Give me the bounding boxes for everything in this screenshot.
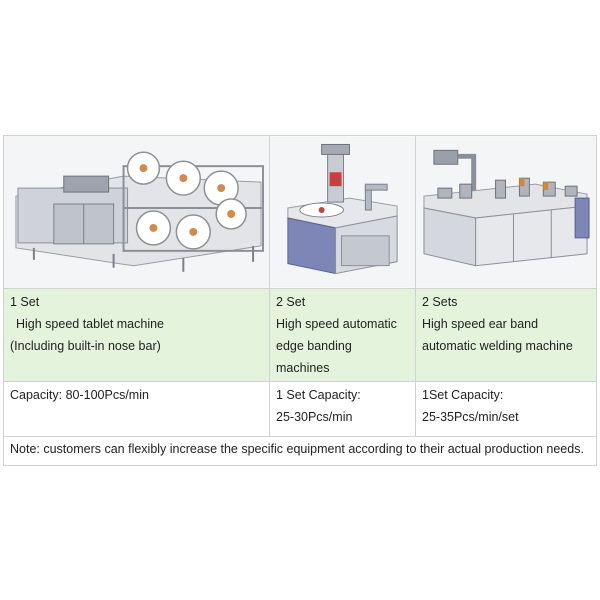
tablet-machine-image xyxy=(3,135,270,289)
edge-banding-machine-illustration-icon xyxy=(270,136,415,288)
description-line: High speed ear band xyxy=(422,317,539,331)
description-line: machines xyxy=(276,361,330,375)
description-line: (Including built-in nose bar) xyxy=(10,339,161,353)
tablet-machine-illustration-icon xyxy=(4,136,269,288)
description-line: automatic welding machine xyxy=(422,339,573,353)
ear-band-welding-capacity: 1Set Capacity: 25-35Pcs/min/set xyxy=(415,381,597,437)
note-text: Note: customers can flexibly increase th… xyxy=(3,436,597,466)
description-line: edge banding xyxy=(276,339,352,353)
capacity-line: 1Set Capacity: xyxy=(422,388,504,402)
ear-band-welding-machine-image xyxy=(415,135,597,289)
image-row xyxy=(3,135,597,289)
tablet-machine-capacity: Capacity: 80-100Pcs/min xyxy=(3,381,270,437)
ear-band-welding-machine-illustration-icon xyxy=(416,136,596,288)
description-line: High speed automatic xyxy=(276,317,397,331)
description-row: 1 Set High speed tablet machine (Includi… xyxy=(3,288,597,382)
tablet-machine-description: 1 Set High speed tablet machine (Includi… xyxy=(3,288,270,382)
quantity-label: 1 Set xyxy=(10,295,40,309)
capacity-line: Capacity: 80-100Pcs/min xyxy=(10,388,149,402)
quantity-label: 2 Sets xyxy=(422,295,458,309)
description-line: High speed tablet machine xyxy=(16,317,165,331)
edge-banding-description: 2 Set High speed automatic edge banding … xyxy=(269,288,416,382)
edge-banding-machine-image xyxy=(269,135,416,289)
capacity-line: 25-30Pcs/min xyxy=(276,410,353,424)
capacity-line: 25-35Pcs/min/set xyxy=(422,410,519,424)
ear-band-welding-description: 2 Sets High speed ear band automatic wel… xyxy=(415,288,597,382)
equipment-table: 1 Set High speed tablet machine (Includi… xyxy=(3,135,597,466)
capacity-line: 1 Set Capacity: xyxy=(276,388,361,402)
capacity-row: Capacity: 80-100Pcs/min 1 Set Capacity: … xyxy=(3,381,597,437)
quantity-label: 2 Set xyxy=(276,295,306,309)
edge-banding-capacity: 1 Set Capacity: 25-30Pcs/min xyxy=(269,381,416,437)
note-row: Note: customers can flexibly increase th… xyxy=(3,436,597,466)
